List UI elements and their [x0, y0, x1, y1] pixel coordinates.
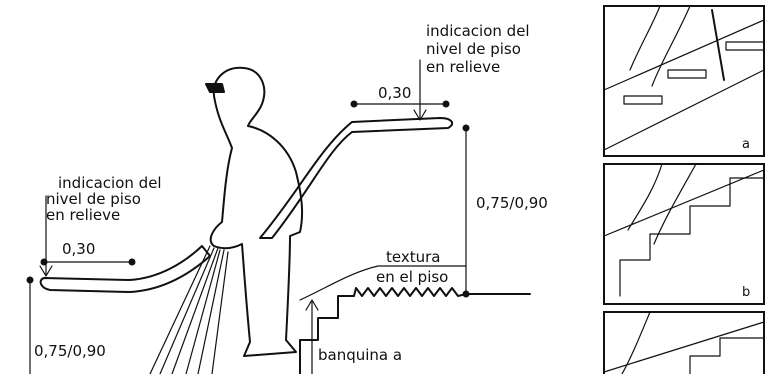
panel-a-label: a — [742, 137, 750, 152]
panel-b-label: b — [742, 285, 750, 300]
dim-left-label: 0,30 — [62, 240, 95, 258]
stairs-profile — [299, 287, 531, 375]
person-figure — [209, 66, 304, 357]
top-note-line2: nivel de piso — [426, 40, 521, 58]
height-right-label: 0,75/0,90 — [476, 194, 548, 212]
white-cane — [149, 245, 229, 375]
left-note-line1: indicacion del — [58, 174, 162, 192]
texture-note-line2: en el piso — [376, 268, 448, 286]
panel-a: a — [603, 5, 765, 157]
slope-line — [299, 265, 467, 301]
panel-b: b — [603, 163, 765, 305]
main-illustration: indicacion del nivel de piso en relieve … — [26, 22, 548, 375]
top-note-line1: indicacion del — [426, 22, 530, 40]
left-note-line2: nivel de piso — [46, 190, 141, 208]
handrail-bottom — [39, 245, 211, 293]
texture-note-line1: textura — [386, 248, 440, 266]
top-note-line3: en relieve — [426, 58, 500, 76]
bottom-note: banquina a — [318, 346, 402, 364]
panel-c — [603, 311, 765, 378]
dim-top-label: 0,30 — [378, 84, 411, 102]
sunglasses — [205, 83, 225, 93]
left-note-line3: en relieve — [46, 206, 120, 224]
handrail-top — [259, 117, 454, 239]
height-left-label: 0,75/0,90 — [34, 342, 106, 360]
